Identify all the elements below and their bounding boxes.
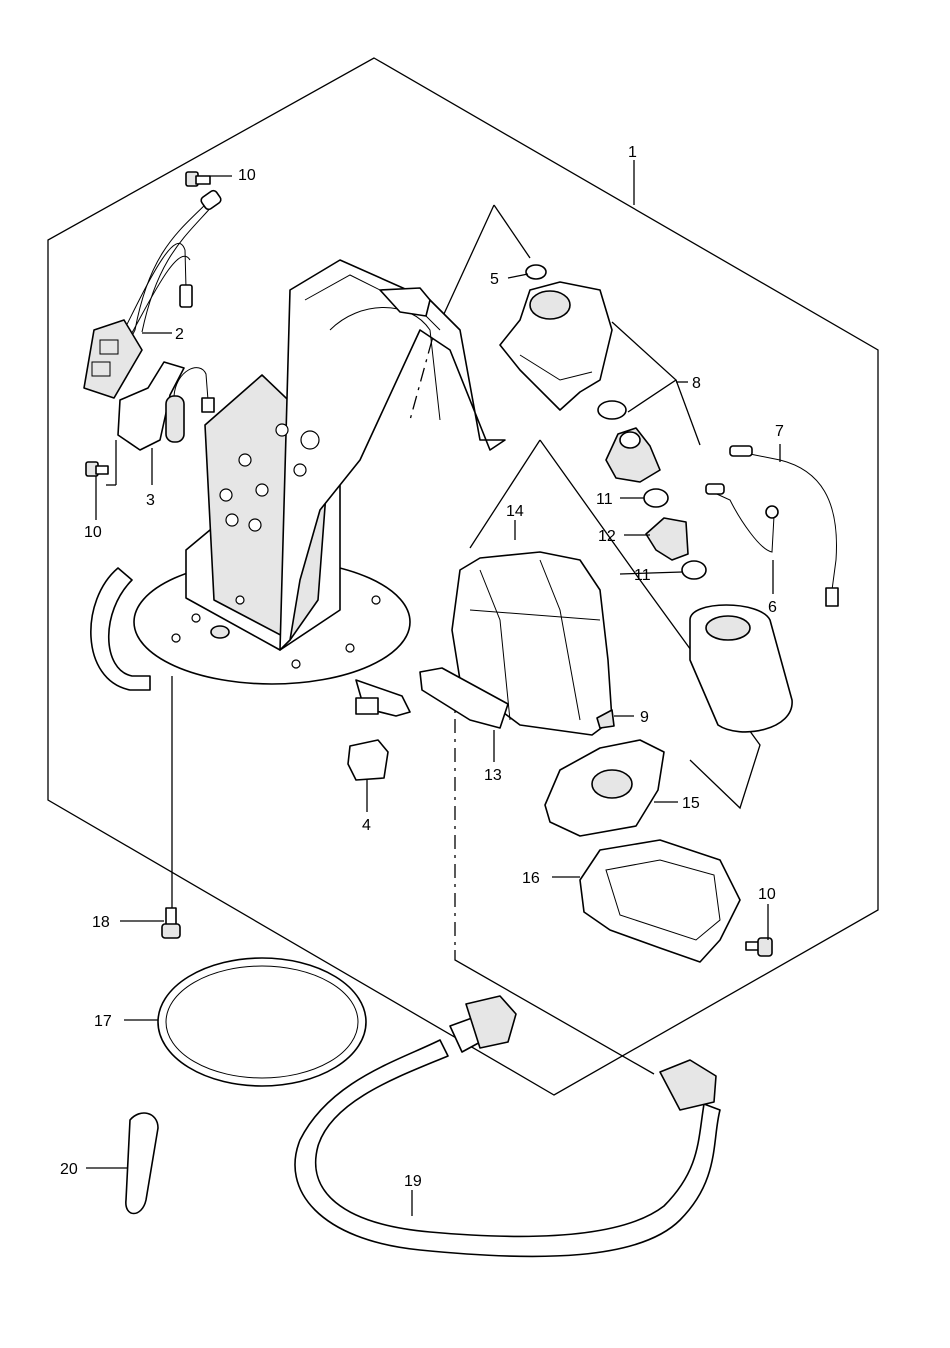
bolt-10-right <box>745 937 773 957</box>
clamp-20 <box>125 1112 159 1215</box>
callout-1: 1 <box>628 144 637 161</box>
outlet-fitting <box>355 679 411 717</box>
callout-2: 2 <box>175 326 184 343</box>
callout-12: 12 <box>598 528 616 545</box>
callout-13: 13 <box>484 767 502 784</box>
gasket-17 <box>157 957 367 1087</box>
callout-7: 7 <box>775 423 784 440</box>
capacitor-3 <box>106 361 215 486</box>
washer-5 <box>525 264 547 280</box>
callout-6: 6 <box>768 599 777 616</box>
cushion-13 <box>419 667 509 729</box>
pump-bracket-dash <box>409 339 433 421</box>
callout-11-upper: 11 <box>596 491 613 508</box>
callout-11-lower: 11 <box>634 567 651 584</box>
o-ring-11-lower <box>681 560 707 580</box>
callout-19: 19 <box>404 1173 422 1190</box>
lead-wire-7 <box>729 445 839 607</box>
filter-holder-14 <box>451 551 613 736</box>
callout-3: 3 <box>146 492 155 509</box>
strainer-15 <box>544 739 665 837</box>
joint-12 <box>645 517 689 561</box>
callout-10-right: 10 <box>758 886 776 903</box>
pressure-valve-8 <box>605 427 661 483</box>
callout-5: 5 <box>490 271 499 288</box>
pump-body-bracket <box>469 439 541 549</box>
regulator-bracket-b <box>675 379 701 446</box>
callout-10-top: 10 <box>238 167 256 184</box>
callout-4: 4 <box>362 817 371 834</box>
lead-wire-6 <box>705 483 779 553</box>
callout-9: 9 <box>640 709 649 726</box>
pump-bracket-line-a <box>493 204 531 259</box>
callout-20: 20 <box>60 1161 78 1178</box>
fuel-pump-motor <box>689 604 793 733</box>
callout-17: 17 <box>94 1013 112 1030</box>
callout-10-left: 10 <box>84 524 102 541</box>
pump-body-bracket-b <box>539 439 761 810</box>
center-leader <box>454 950 655 1075</box>
tank-hose <box>90 567 151 691</box>
callout-14: 14 <box>506 503 524 520</box>
callout-15: 15 <box>682 795 700 812</box>
assembly-boundary <box>47 57 879 1096</box>
holder-16 <box>579 839 741 963</box>
callout-18: 18 <box>92 914 110 931</box>
clip-4 <box>347 739 389 781</box>
bolt-10-left <box>85 461 109 477</box>
bolt-18 <box>161 907 181 939</box>
regulator-8 <box>499 281 613 411</box>
wire-harness <box>83 189 222 399</box>
regulator-bracket <box>611 321 678 413</box>
callout-labels: 1 2 3 4 5 6 7 8 9 10 10 10 11 11 12 13 1… <box>60 144 784 1190</box>
callout-16: 16 <box>522 870 540 887</box>
fuel-hose-19 <box>294 995 721 1258</box>
callout-leaders <box>86 160 781 1216</box>
nut-9 <box>596 709 615 729</box>
o-ring-8 <box>597 400 627 420</box>
bolt-10-top <box>185 171 211 187</box>
callout-8: 8 <box>692 375 701 392</box>
pump-plate-assembly <box>133 259 506 685</box>
o-ring-11-upper <box>643 488 669 508</box>
